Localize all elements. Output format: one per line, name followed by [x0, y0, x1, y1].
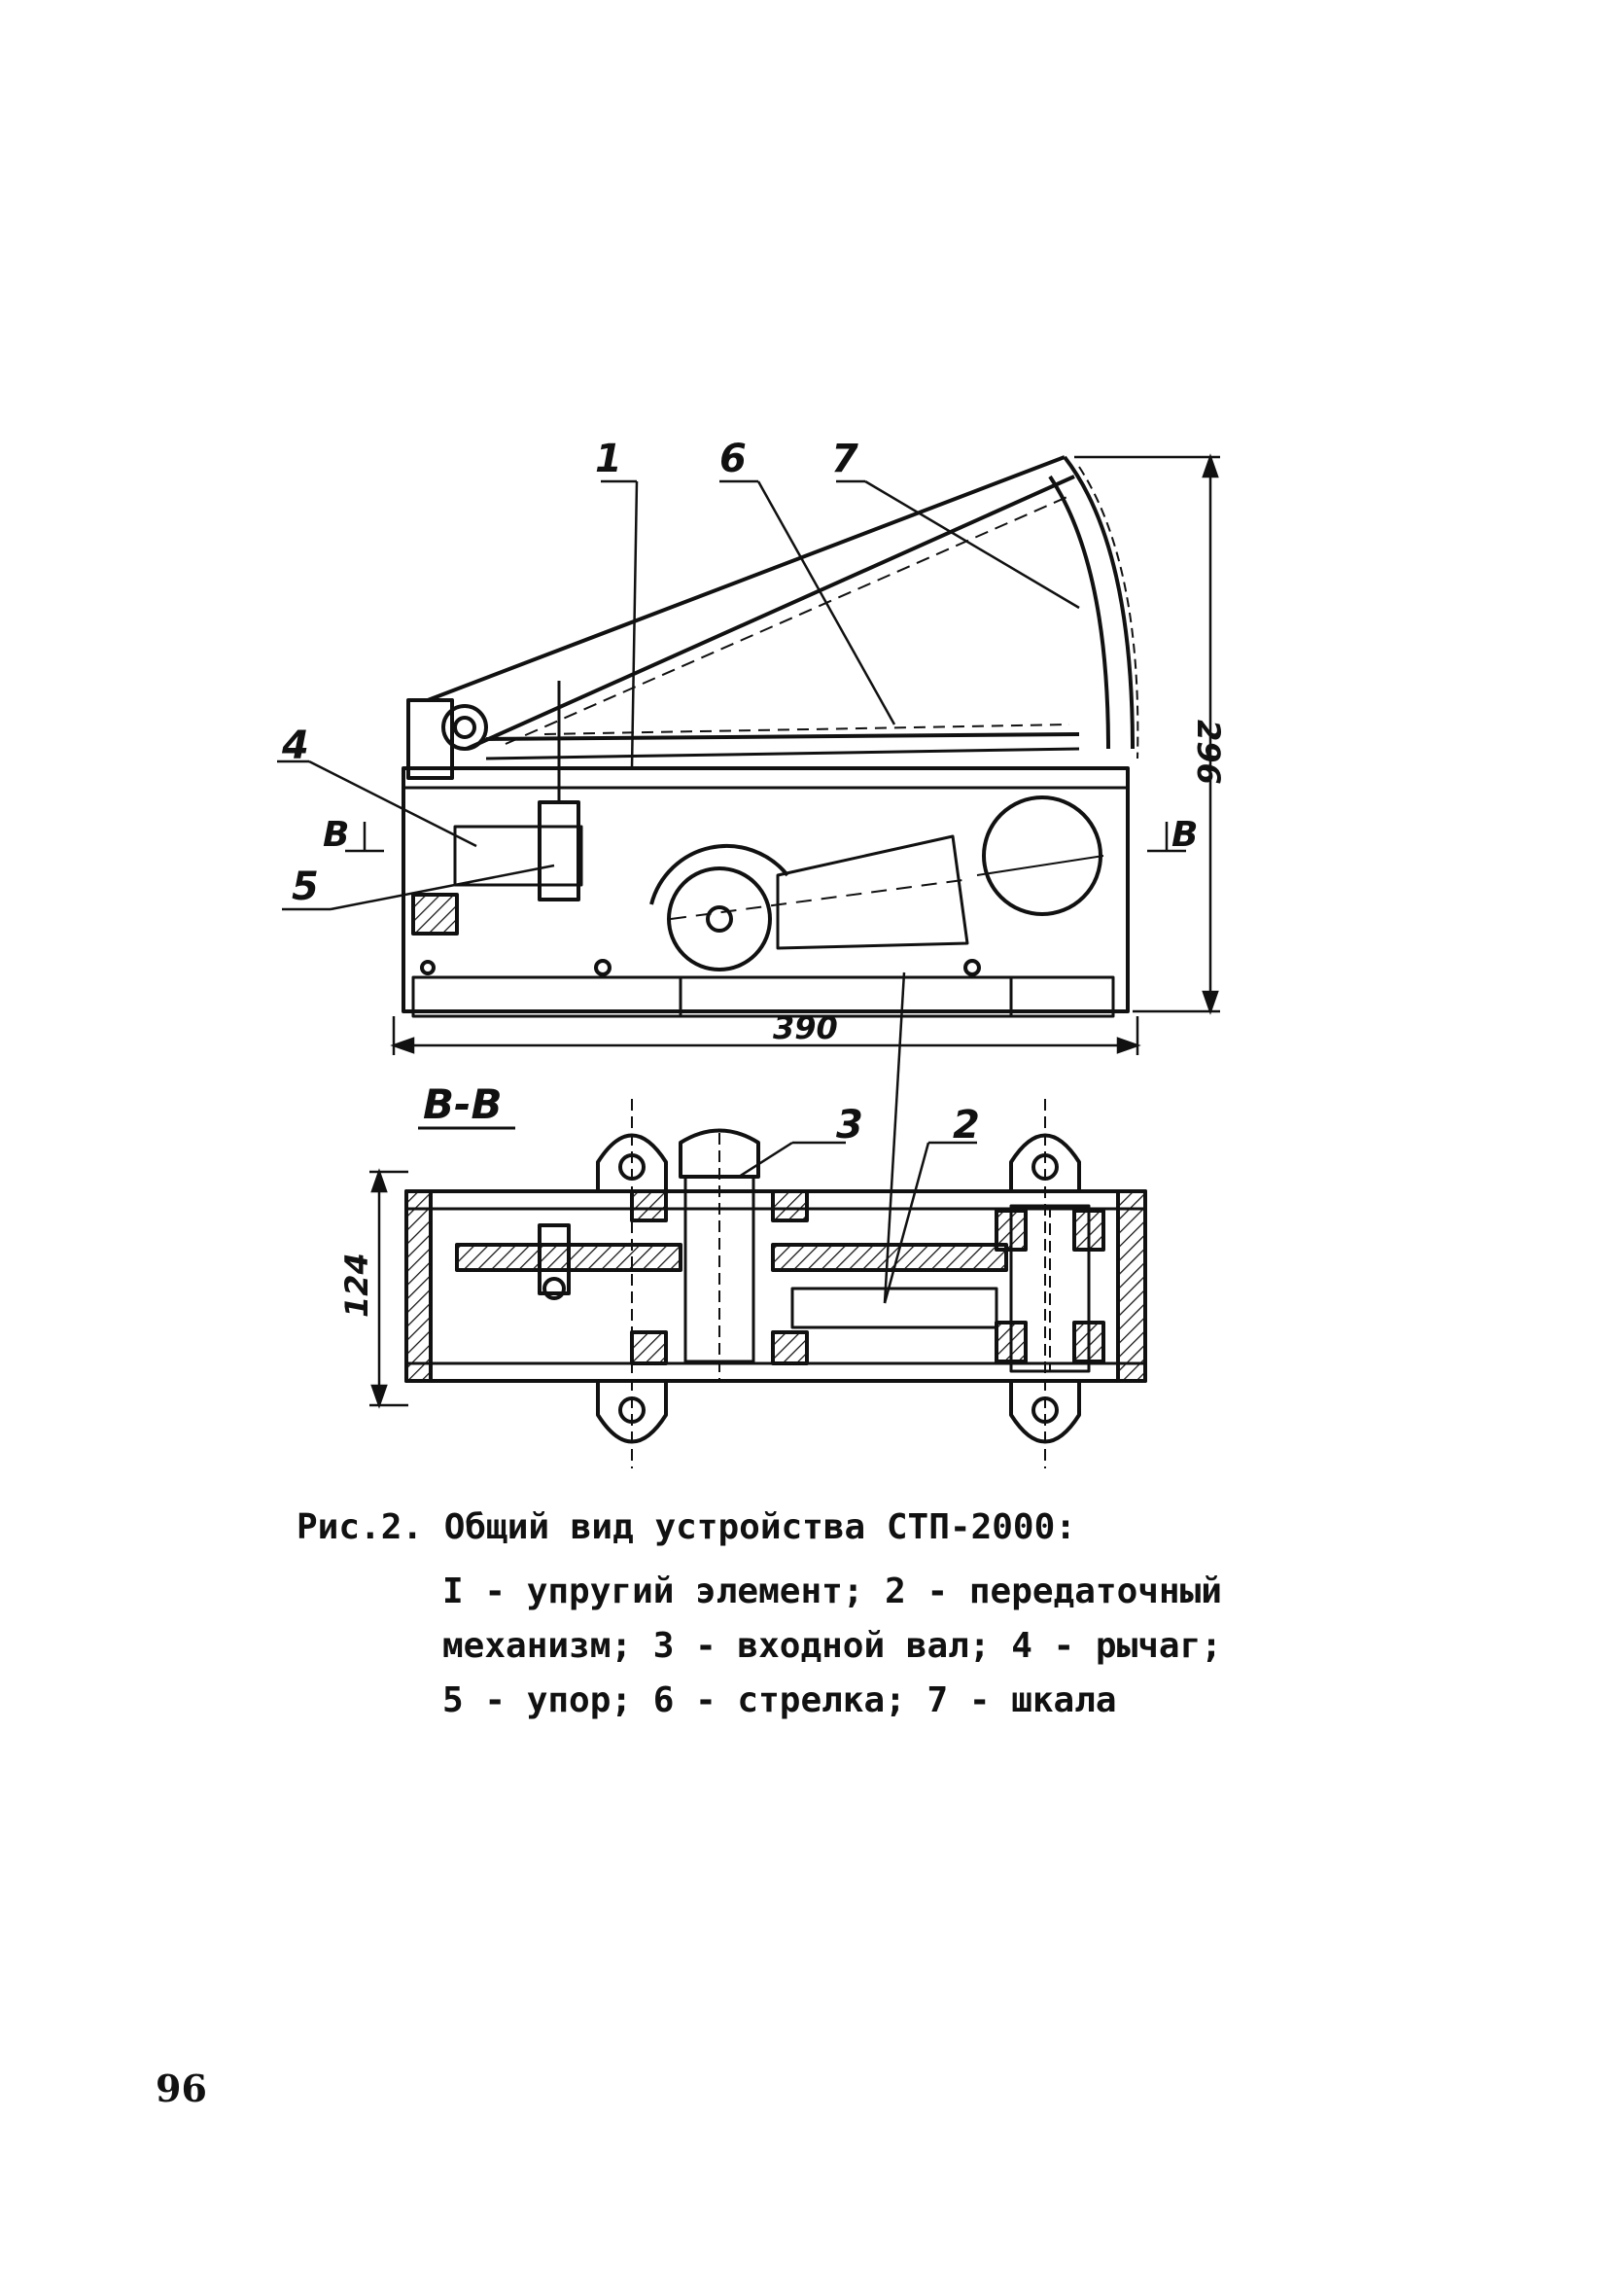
dimension-height: 296	[1190, 720, 1227, 785]
callout-6: 6	[719, 437, 747, 481]
section-title: B-B	[423, 1080, 502, 1128]
caption-title: Рис.2. Общий вид устройства СТП-2000:	[297, 1507, 1076, 1547]
section-mark-left: B	[323, 815, 349, 855]
callout-3: 3	[836, 1103, 863, 1148]
dimension-length: 390	[773, 1009, 838, 1046]
section-view	[404, 1099, 1147, 1468]
callout-4: 4	[281, 724, 309, 768]
section-mark-right: B	[1171, 815, 1198, 855]
legend-line: I - упругий элемент; 2 - передаточный	[442, 1572, 1222, 1611]
legend-line: 5 - упор; 6 - стрелка; 7 - шкала	[442, 1680, 1117, 1720]
dimension-lines	[345, 453, 1220, 1409]
callout-5: 5	[292, 865, 319, 909]
legend-line: механизм; 3 - входной вал; 4 - рычаг;	[442, 1626, 1222, 1666]
dimension-section-height: 124	[338, 1253, 375, 1318]
callout-2: 2	[953, 1103, 980, 1148]
callout-7: 7	[831, 437, 858, 481]
callout-1: 1	[595, 437, 622, 481]
caption-legend: I - упругий элемент; 2 - передаточный ме…	[442, 1565, 1222, 1728]
callout-labels: 1 6 7 4 5 3 2 B B B-B 390 296 124	[281, 437, 1227, 1318]
page-number: 96	[156, 2066, 207, 2110]
side-view	[402, 455, 1139, 1018]
figure-caption: Рис.2. Общий вид устройства СТП-2000: I …	[297, 1507, 1222, 1728]
